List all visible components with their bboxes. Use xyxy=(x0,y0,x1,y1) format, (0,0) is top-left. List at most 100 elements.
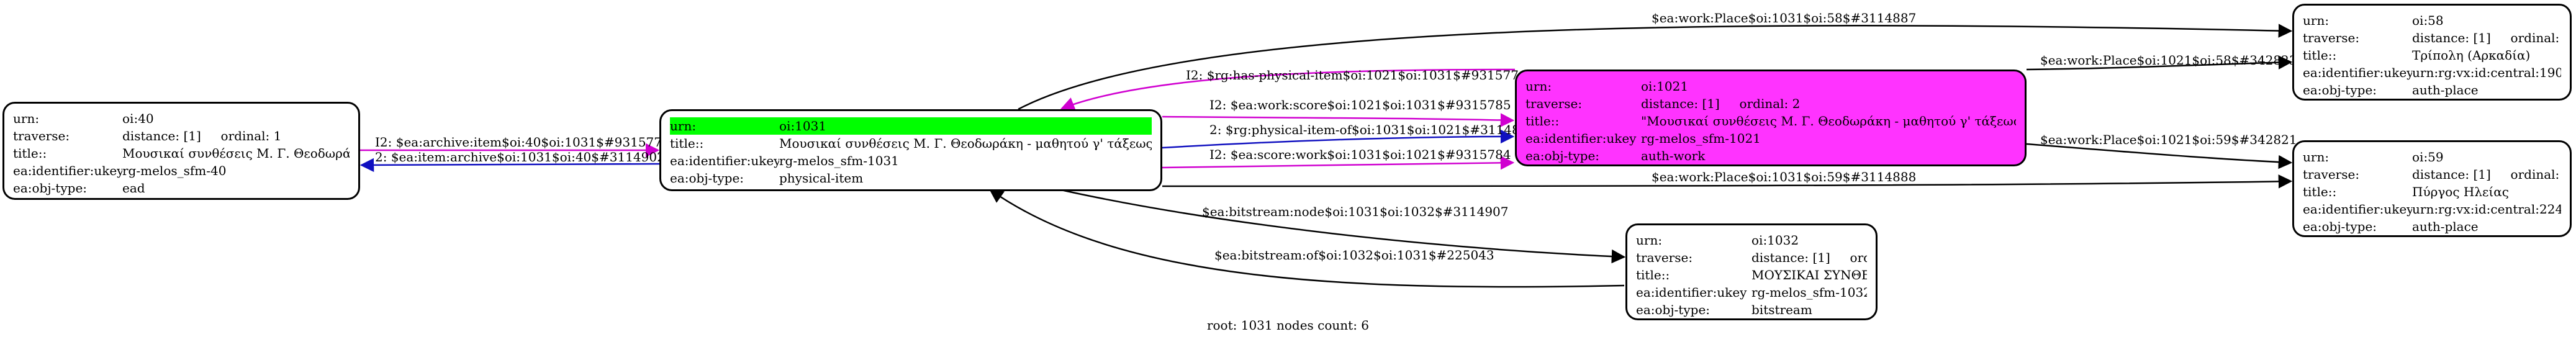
field-key: title:: xyxy=(1636,268,1670,282)
node-oi-40[interactable]: urn:oi:40 traverse:distance: [1] ordinal… xyxy=(2,102,360,200)
field-value: rg-melos_sfm-1031 xyxy=(779,153,899,168)
field-value: ead xyxy=(122,181,145,196)
edge-item-archive xyxy=(359,158,660,173)
field-value: rg-melos_sfm-1032 xyxy=(1751,285,1867,300)
field-value: urn:rg:vx:id:central:1907 xyxy=(2412,65,2561,80)
field-value: oi:1032 xyxy=(1751,233,1799,248)
field-value: Πύργος Ηλείας xyxy=(2412,184,2509,199)
edge-bitstream-node xyxy=(1055,187,1626,264)
edge-place-1031-58 xyxy=(1018,24,2293,110)
field-key: traverse: xyxy=(1636,250,1693,265)
edge-work-score xyxy=(1162,113,1515,127)
field-value: urn:rg:vx:id:central:2241 xyxy=(2412,202,2561,217)
node-oi-58[interactable]: urn: oi:58 traverse: distance: [1] ordinal… xyxy=(2292,4,2572,101)
field-key: ea:identifier:ukey xyxy=(1525,131,1637,146)
node-row: title::ΜΟΥΣΙΚΑΙ ΣΥΝΘΕΣΕΙΣ.jpg xyxy=(1636,266,1867,284)
field-value: ΜΟΥΣΙΚΑΙ ΣΥΝΘΕΣΕΙΣ.jpg xyxy=(1751,268,1867,282)
edge-label-bitstream-node: $ea:bitstream:node$oi:1031$oi:1032$#3114… xyxy=(1202,204,1509,219)
field-key: urn: xyxy=(670,117,779,135)
edge-label-place-1031-59: $ea:work:Place$oi:1031$oi:59$#3114888 xyxy=(1652,169,1916,184)
field-value: distance: [1] ordinal: 2 xyxy=(1641,96,1801,111)
field-value: distance: [1] ordinal: 5 xyxy=(2412,167,2561,182)
node-row: ea:obj-type:auth-work xyxy=(1525,147,2016,164)
graph-footer: root: 1031 nodes count: 6 xyxy=(1206,318,1370,333)
edge-label-item-archive: 2: $ea:item:archive$oi:1031$oi:40$#31149… xyxy=(375,150,665,164)
edge-label-score-work: I2: $ea:score:work$oi:1031$oi:1021$#9315… xyxy=(1209,147,1511,162)
field-key: urn: xyxy=(1636,233,1663,248)
field-key: title:: xyxy=(2303,48,2337,63)
node-row: traverse:distance: [1] ordinal: 3 xyxy=(1636,249,1867,266)
field-key: ea:identifier:ukey xyxy=(1636,285,1747,300)
node-row: title::"Μουσικαί συνθέσεις Μ. Γ. Θεοδωρά… xyxy=(1525,112,2016,130)
node-oi-59[interactable]: urn:oi:59 traverse:distance: [1] ordinal… xyxy=(2292,140,2572,237)
field-key: ea:identifier:ukey xyxy=(2303,65,2412,80)
node-row: urn: oi:1032 xyxy=(1636,232,1867,249)
edge-label-bitstream-of: $ea:bitstream:of$oi:1032$oi:1031$#225043 xyxy=(1214,248,1494,263)
field-key: urn: xyxy=(2303,150,2330,164)
node-row: urn: oi:58 xyxy=(2303,12,2561,29)
field-key: traverse: xyxy=(2303,30,2360,45)
edge-label-physical-item-of: 2: $rg:physical-item-of$oi:1031$oi:1021$… xyxy=(1209,122,1535,137)
field-key: ea:obj-type: xyxy=(2303,219,2377,234)
field-value: distance: [1] ordinal: 4 xyxy=(2412,30,2561,45)
field-key: ea:obj-type: xyxy=(1636,302,1711,317)
edge-place-1031-59 xyxy=(1162,174,2293,189)
node-row: title::Μουσικαί συνθέσεις Μ. Γ. Θεοδωράκ… xyxy=(13,145,350,162)
field-value: rg-melos_sfm-40 xyxy=(122,163,227,178)
edge-has-physical-item xyxy=(1060,68,1516,111)
node-row: urn:oi:1021 xyxy=(1525,78,2016,95)
edge-score-work xyxy=(1162,156,1515,170)
field-value: Μουσικαί συνθέσεις Μ. Γ. Θεοδωράκη - μαθ… xyxy=(779,136,1152,151)
field-value: bitstream xyxy=(1751,302,1812,317)
field-key: title:: xyxy=(1525,114,1560,128)
node-row: traverse:distance: [1] ordinal: 1 xyxy=(13,127,350,145)
field-value: Μουσικαί συνθέσεις Μ. Γ. Θεοδωράκη xyxy=(122,146,350,161)
node-oi-1021[interactable]: urn:oi:1021 traverse: distance: [1] ordin… xyxy=(1515,70,2027,166)
node-row-root-urn: urn:oi:1031 xyxy=(670,117,1152,135)
field-key: traverse: xyxy=(1525,96,1583,111)
node-row: title::Μουσικαί συνθέσεις Μ. Γ. Θεοδωράκ… xyxy=(670,135,1152,152)
node-row: traverse: distance: [1] ordinal: 2 xyxy=(1525,95,2016,112)
field-value: distance: [1] ordinal: 1 xyxy=(122,128,282,143)
node-row: ea:obj-type: bitstream xyxy=(1636,301,1867,318)
field-value: Τρίπολη (Αρκαδία) xyxy=(2412,48,2531,63)
node-row: traverse: distance: [1] ordinal: 4 xyxy=(2303,29,2561,47)
node-row: ea:obj-type: auth-place xyxy=(2303,81,2561,99)
node-oi-1031[interactable]: urn:oi:1031 title::Μουσικαί συνθέσεις Μ.… xyxy=(659,109,1162,191)
field-key: ea:identifier:ukey xyxy=(13,163,122,178)
field-value: "Μουσικαί συνθέσεις Μ. Γ. Θεοδωράκη - μα… xyxy=(1641,114,2016,128)
field-value: oi:1021 xyxy=(1641,79,1689,94)
field-key: title:: xyxy=(13,146,47,161)
edge-label-place-1021-59: $ea:work:Place$oi:1021$oi:59$#342821 xyxy=(2040,132,2297,147)
field-value: auth-place xyxy=(2412,83,2479,97)
node-row: ea:obj-type: physical-item xyxy=(670,169,1152,187)
field-value: oi:40 xyxy=(122,111,154,126)
field-key: ea:identifier:ukey xyxy=(2303,202,2412,217)
field-value: physical-item xyxy=(779,171,864,186)
field-value: oi:58 xyxy=(2412,13,2444,28)
edge-place-1021-59 xyxy=(2026,143,2293,169)
field-key: ea:obj-type: xyxy=(13,181,88,196)
edge-label-place-1031-58: $ea:work:Place$oi:1031$oi:58$#3114887 xyxy=(1652,11,1916,25)
node-row: ea:identifier:ukey rg-melos_sfm-1032 xyxy=(1636,284,1867,301)
edge-label-place-1021-58: $ea:work:Place$oi:1021$oi:58$#342823 xyxy=(2040,53,2297,68)
field-key: title:: xyxy=(670,136,704,151)
edge-label-has-physical-item: I2: $rg:has-physical-item$oi:1021$oi:103… xyxy=(1186,68,1527,83)
field-value: oi:1031 xyxy=(779,117,1152,135)
edge-label-archive-item: I2: $ea:archive:item$oi:40$oi:1031$#9315… xyxy=(375,135,670,150)
edge-physical-item-of xyxy=(1162,129,1515,149)
field-key: ea:obj-type: xyxy=(1525,148,1600,163)
node-row: ea:obj-type:auth-place xyxy=(2303,218,2561,235)
edge-bitstream-of xyxy=(989,189,1625,288)
field-key: ea:obj-type: xyxy=(2303,83,2377,97)
node-row: title::Τρίπολη (Αρκαδία) xyxy=(2303,47,2561,64)
field-key: ea:obj-type: xyxy=(670,171,744,186)
field-key: urn: xyxy=(2303,13,2330,28)
node-oi-1032[interactable]: urn: oi:1032 traverse:distance: [1] ordin… xyxy=(1625,223,1878,320)
